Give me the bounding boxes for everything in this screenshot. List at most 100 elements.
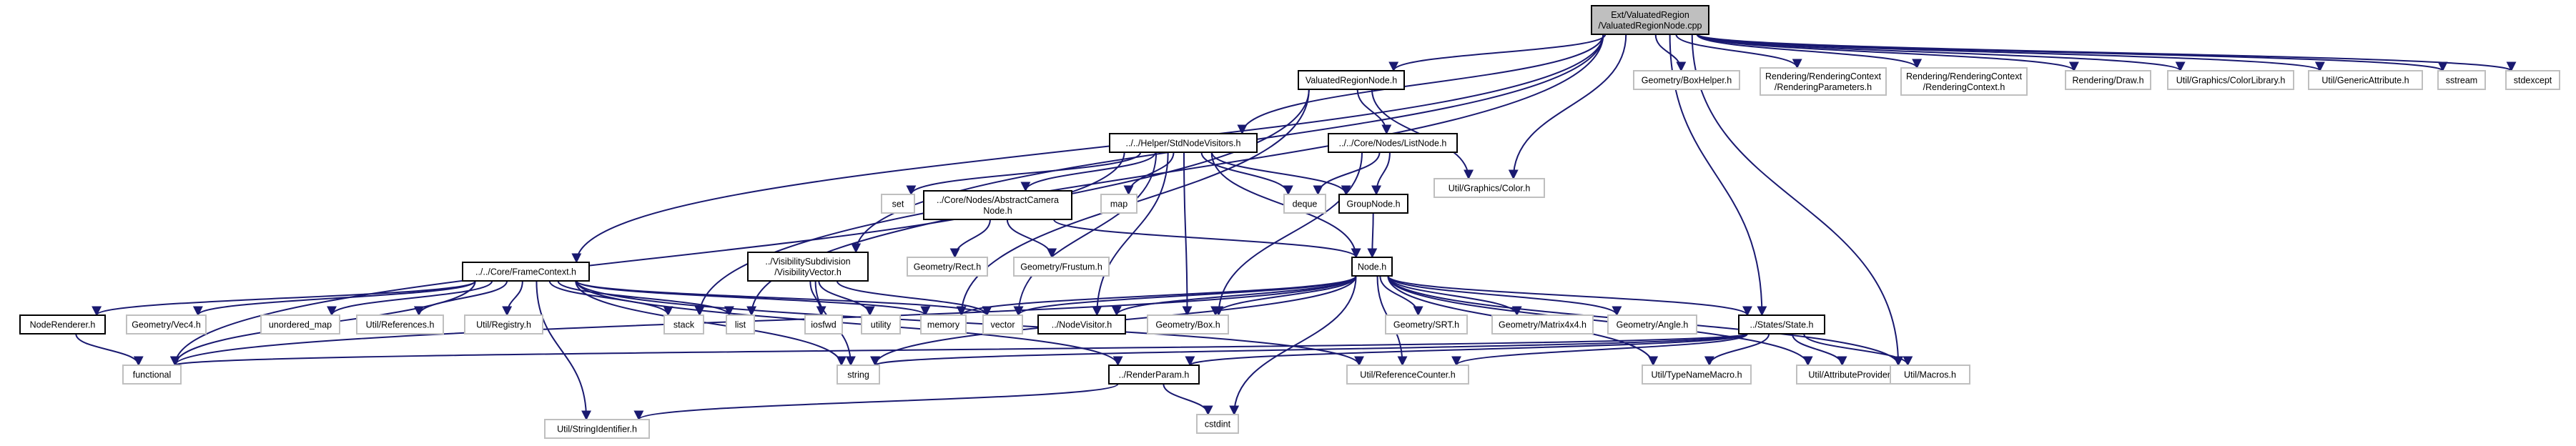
edge-line (413, 280, 508, 317)
edge-line (836, 280, 992, 317)
edge-renderparam-to-cstdint (1163, 383, 1213, 416)
node-label: ../../Core/FrameContext.h (475, 267, 576, 277)
node-rctx: Rendering/RenderingContext/RenderingCont… (1900, 67, 2028, 96)
node-label: Util/ReferenceCounter.h (1360, 370, 1455, 380)
node-groupnode[interactable]: GroupNode.h (1338, 194, 1408, 214)
edge-line (1675, 34, 1802, 69)
edge-line (1371, 152, 1391, 196)
edge-framectx-to-umap (327, 280, 493, 317)
edge-node_h-to-mat4 (1387, 275, 1522, 317)
node-label: memory (927, 320, 960, 330)
node-stdvis[interactable]: ../../Helper/StdNodeVisitors.h (1109, 133, 1258, 153)
edge-line (1367, 212, 1378, 259)
edge-root-to-rparams (1675, 34, 1802, 69)
edge-node_h-to-state (1387, 275, 1752, 317)
node-box (1491, 314, 1594, 334)
node-label: ValuatedRegionNode.h (1306, 76, 1397, 86)
edge-root-to-macros (1691, 34, 1904, 367)
edge-root-to-framectx (571, 34, 1604, 264)
node-state[interactable]: ../States/State.h (1738, 314, 1825, 334)
edge-framectx-to-stack (548, 280, 673, 317)
node-label: utility (871, 320, 892, 330)
node-noderenderer[interactable]: NodeRenderer.h (19, 314, 106, 334)
node-box (663, 314, 704, 334)
edge-line (1237, 34, 1604, 135)
edge-listnode-to-box (1213, 152, 1363, 317)
node-label: Geometry/SRT.h (1393, 320, 1459, 330)
node-box: Geometry/Box.h (1147, 314, 1229, 334)
edge-line (576, 280, 1123, 367)
edge-root-to-draw (1696, 34, 2079, 72)
edge-line (1123, 152, 1175, 196)
node-box (1607, 314, 1697, 334)
node-root[interactable]: Ext/ValuatedRegion/ValuatedRegionNode.cp… (1591, 5, 1709, 35)
node-box (1108, 365, 1200, 385)
edge-line (1696, 34, 2079, 72)
edge-line (576, 280, 992, 317)
edge-framectx-to-registry (502, 280, 523, 317)
edge-abscam-to-frustum (1006, 219, 1057, 259)
node-box (1346, 365, 1469, 385)
edge-groupnode-to-node_h (1367, 212, 1378, 259)
node-box (1196, 414, 1239, 434)
edge-node_h-to-attrprov (1387, 275, 1813, 367)
node-box (747, 252, 869, 282)
node-listnode[interactable]: ../../Core/Nodes/ListNode.h (1328, 133, 1458, 153)
node-renderparam[interactable]: ../RenderParam.h (1108, 365, 1200, 385)
edge-line (575, 280, 847, 367)
edge-stdvis-to-box (1182, 152, 1193, 317)
node-label: string (847, 370, 869, 380)
node-box (1633, 70, 1740, 90)
node-label: ../VisibilitySubdivision (765, 257, 850, 267)
edge-abscam-to-node_h (1053, 219, 1361, 259)
node-box (2505, 70, 2560, 90)
edge-line (1182, 152, 1193, 317)
node-label: NodeRenderer.h (30, 320, 96, 330)
node-label: Geometry/Rect.h (914, 262, 982, 272)
node-label: stack (673, 320, 695, 330)
node-box (982, 314, 1023, 334)
node-box (1109, 133, 1258, 153)
edge-line (818, 280, 875, 317)
edge-line (1696, 34, 2516, 72)
node-label: Ext/ValuatedRegion (1611, 10, 1689, 20)
edge-root-to-color (1508, 34, 1627, 180)
edge-line (1691, 34, 1904, 367)
node-label: Geometry/Vec4.h (132, 320, 201, 330)
edge-line (1356, 89, 1392, 135)
node-functional: functional (122, 365, 182, 385)
edge-node_h-to-angle (1387, 275, 1622, 317)
edge-root-to-genattr (1696, 34, 2325, 72)
edge-line (1020, 152, 1157, 192)
node-vrn_h[interactable]: ValuatedRegionNode.h (1298, 70, 1405, 90)
node-node_h[interactable]: Node.h (1351, 257, 1393, 277)
edge-line (548, 280, 673, 317)
node-typename: Util/TypeNameMacro.h (1642, 365, 1752, 385)
edge-state-to-typename (1704, 333, 1770, 367)
node-box (920, 314, 967, 334)
node-box (1013, 257, 1110, 277)
edge-line (1200, 152, 1293, 196)
edge-line (1696, 34, 2448, 72)
node-label: map (1110, 199, 1127, 209)
node-refcounter: Util/ReferenceCounter.h (1346, 365, 1469, 385)
edge-abscam-to-rect (949, 219, 991, 259)
node-map: map (1100, 194, 1138, 214)
edge-line (502, 280, 523, 317)
edge-line (1210, 152, 1351, 196)
node-visvec[interactable]: ../VisibilitySubdivision/VisibilityVecto… (747, 252, 869, 282)
edge-visvec-to-vector (836, 280, 992, 317)
node-box (1760, 67, 1887, 96)
node-label: stdexcept (2514, 76, 2552, 86)
edge-stdvis-to-map (1123, 152, 1175, 196)
nodes-layer: Ext/ValuatedRegion/ValuatedRegionNode.cp… (19, 5, 2560, 439)
edge-state-to-renderparam (1185, 333, 1748, 367)
node-label: Rendering/Draw.h (2072, 76, 2143, 86)
node-framectx[interactable]: ../../Core/FrameContext.h (462, 262, 590, 282)
edge-line (1704, 333, 1770, 367)
node-nodevisitor[interactable]: ../NodeVisitor.h (1037, 314, 1126, 334)
node-rect: Geometry/Rect.h (907, 257, 988, 277)
edge-line (327, 280, 493, 317)
